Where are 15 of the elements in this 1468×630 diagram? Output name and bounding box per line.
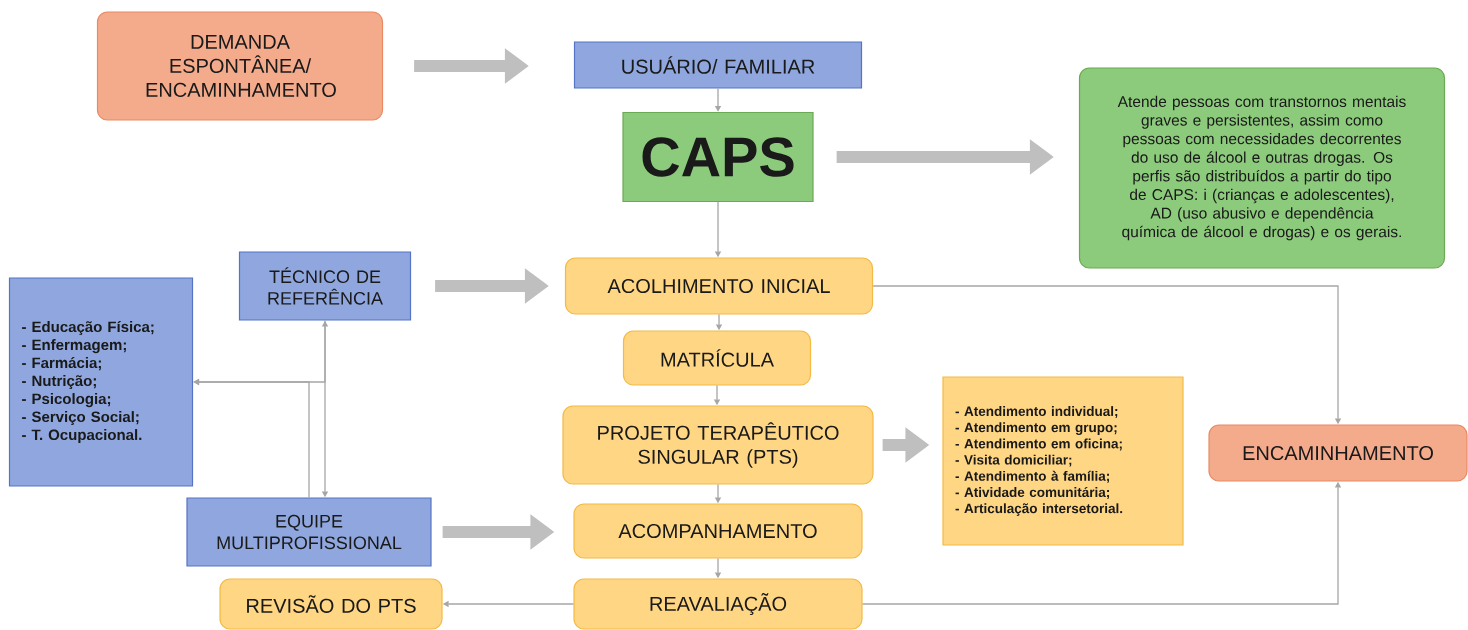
- process-box: ACOMPANHAMENTO: [573, 503, 863, 559]
- list-box: - Educação Física; - Enfermagem; - Farmácia; - Nutrição; - Psicologia; - Serviço Social; - T. Ocupacional.: [8, 277, 194, 487]
- process-box: PROJETO TERAPÊUTICO SINGULAR (PTS): [562, 405, 874, 485]
- process-box: REVISÃO DO PTS: [219, 578, 443, 630]
- process-box: CAPS: [622, 111, 814, 203]
- process-box: EQUIPE MULTIPROFISSIONAL: [186, 497, 432, 567]
- process-box: ACOLHIMENTO INICIAL: [564, 257, 874, 315]
- process-box: ENCAMINHAMENTO: [1208, 424, 1468, 482]
- process-box: TÉCNICO DE REFERÊNCIA: [238, 251, 412, 321]
- process-box: DEMANDA ESPONTÂNEA/ ENCAMINHAMENTO: [96, 11, 384, 121]
- process-box: MATRÍCULA: [622, 330, 812, 386]
- process-box: USUÁRIO/ FAMILIAR: [573, 41, 863, 89]
- list-box: - Atendimento individual; - Atendimento em grupo; - Atendimento em oficina; - Visita domiciliar; - Atendimento à família; - Atividade comunitária; - Articulação intersetorial.: [942, 376, 1184, 546]
- process-box: REAVALIAÇÃO: [573, 578, 863, 630]
- note-box: Atende pessoas com transtornos mentais graves e persistentes, assim como pessoas com necessidades decorrentes do uso de álcool e outras drogas. Os perfis são distribuídos a partir do tipo de CAPS: i (crianças e adolescentes), AD (uso abusivo e dependência química de álcool e drogas) e os gerais.: [1078, 67, 1446, 269]
